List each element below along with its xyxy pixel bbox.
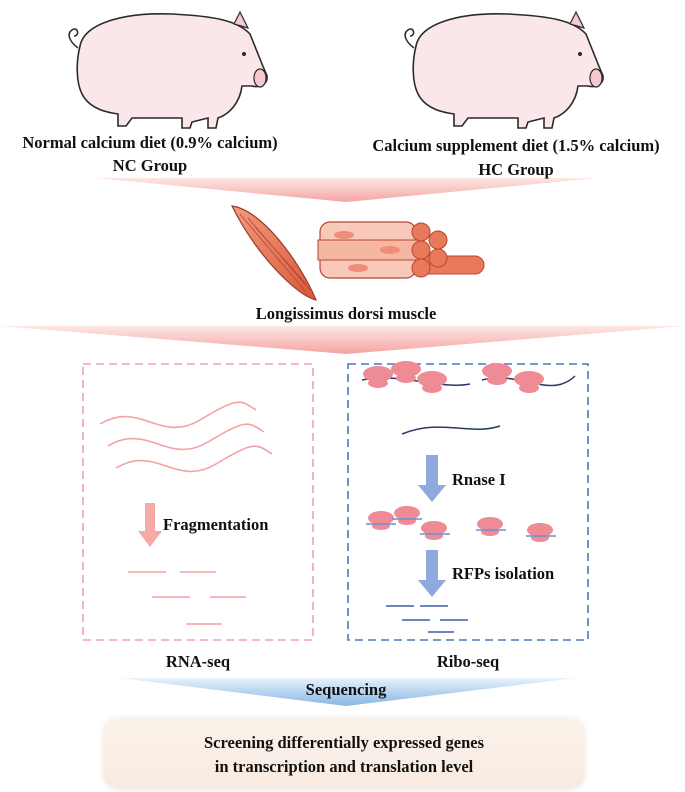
rnase-label: Rnase I bbox=[452, 470, 506, 489]
split-funnel bbox=[0, 326, 685, 354]
mrna-with-ribosomes bbox=[361, 361, 576, 435]
rfp-fragments bbox=[386, 605, 468, 633]
rnaseq-label: RNA-seq bbox=[165, 652, 231, 671]
rfp-isolation-arrow bbox=[418, 550, 446, 597]
pig-nc-icon bbox=[68, 10, 268, 129]
rfp-isolation-label: RFPs isolation bbox=[452, 564, 555, 583]
muscle-fiber-bundle-icon bbox=[317, 221, 485, 279]
riboseq-label: Ribo-seq bbox=[436, 652, 500, 671]
tissue-label: Longissimus dorsi muscle bbox=[255, 304, 437, 323]
fragmentation-arrow bbox=[138, 503, 162, 547]
fragmentation-label: Fragmentation bbox=[163, 515, 269, 534]
merge-funnel-top bbox=[95, 178, 598, 202]
nc-group-label: NC Group bbox=[112, 156, 188, 175]
muscle-icon bbox=[230, 205, 318, 301]
rnaseq-panel bbox=[82, 363, 314, 641]
rna-strands bbox=[99, 401, 273, 473]
ribosome-footprints bbox=[366, 506, 556, 542]
sequencing-label: Sequencing bbox=[305, 680, 387, 699]
rna-fragments bbox=[128, 571, 246, 625]
result-text: Screening differentially expressed genes… bbox=[104, 731, 584, 779]
nc-diet-label: Normal calcium diet (0.9% calcium) bbox=[22, 133, 278, 152]
riboseq-panel bbox=[347, 363, 589, 641]
hc-diet-label: Calcium supplement diet (1.5% calcium) bbox=[372, 136, 660, 155]
rnase-arrow bbox=[418, 455, 446, 502]
hc-group-label: HC Group bbox=[478, 160, 554, 179]
sequencing-funnel bbox=[120, 678, 575, 706]
result-box: Screening differentially expressed genes… bbox=[104, 719, 584, 789]
result-line-2: in transcription and translation level bbox=[214, 757, 474, 776]
pig-hc-icon bbox=[404, 10, 604, 129]
result-line-1: Screening differentially expressed genes bbox=[203, 733, 485, 752]
